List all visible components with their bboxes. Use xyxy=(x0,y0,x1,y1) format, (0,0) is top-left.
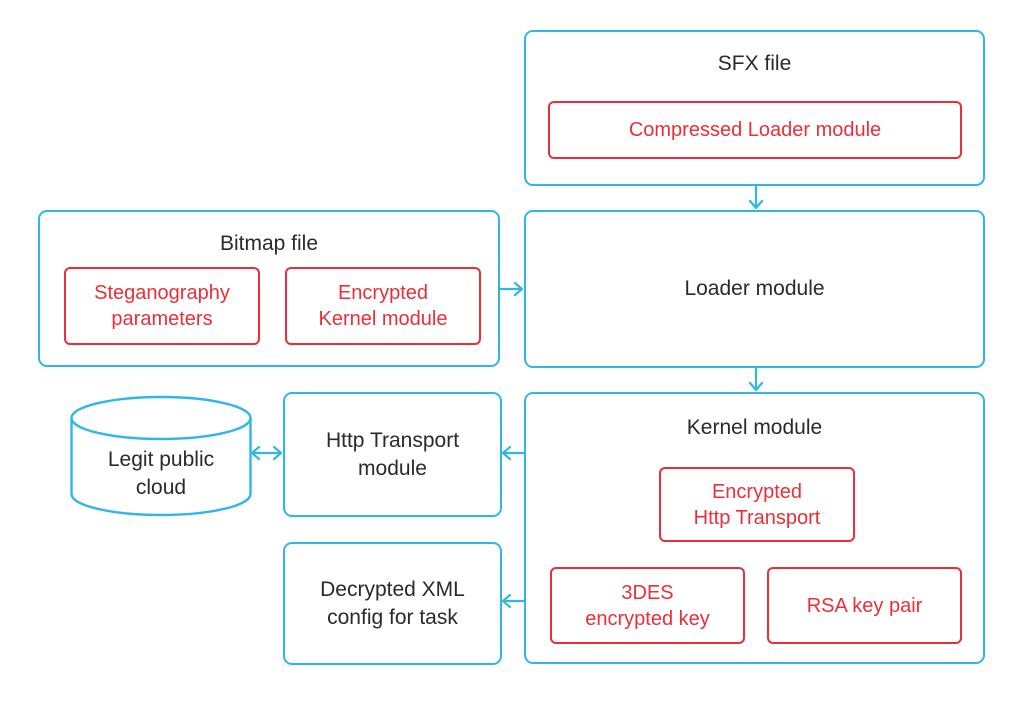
arrow-kernel-to-xml-config xyxy=(501,593,526,609)
http-transport-module-node: Http Transport module xyxy=(283,392,502,517)
steganography-parameters-line1: Steganography xyxy=(94,282,230,304)
sfx-file-title: SFX file xyxy=(717,52,792,75)
compressed-loader-module-box: Compressed Loader module xyxy=(548,101,962,159)
3des-encrypted-key-line1: 3DES xyxy=(621,581,674,604)
sfx-file-node: SFX file Compressed Loader module xyxy=(524,30,985,186)
compressed-loader-module-label: Compressed Loader module xyxy=(628,119,882,141)
3des-encrypted-key-line2: encrypted key xyxy=(585,607,710,630)
arrow-cloud-http-bidirectional xyxy=(250,445,283,461)
3des-encrypted-key-box: 3DES encrypted key xyxy=(550,567,745,644)
arrow-sfx-to-loader xyxy=(748,184,764,210)
decrypted-xml-config-line1: Decrypted XML xyxy=(320,578,465,602)
http-transport-module-line1: Http Transport xyxy=(325,429,460,453)
decrypted-xml-config-line2: config for task xyxy=(327,605,458,629)
encrypted-kernel-module-line2: Kernel module xyxy=(318,308,448,330)
decrypted-xml-config-node: Decrypted XML config for task xyxy=(283,542,502,665)
arrow-bitmap-to-loader xyxy=(499,281,524,297)
legit-public-cloud-line1: Legit public xyxy=(107,448,215,472)
bitmap-file-title: Bitmap file xyxy=(219,232,319,255)
encrypted-http-transport-line1: Encrypted xyxy=(711,480,803,503)
loader-module-node: Loader module xyxy=(524,210,985,368)
rsa-key-pair-box: RSA key pair xyxy=(767,567,962,644)
encrypted-kernel-module-line1: Encrypted xyxy=(337,282,429,304)
encrypted-http-transport-line2: Http Transport xyxy=(693,506,821,529)
kernel-module-node: Kernel module Encrypted Http Transport 3… xyxy=(524,392,985,664)
legit-public-cloud-line2: cloud xyxy=(135,476,187,499)
encrypted-kernel-module-box: Encrypted Kernel module xyxy=(285,267,481,345)
steganography-parameters-line2: parameters xyxy=(111,308,213,330)
loader-module-title: Loader module xyxy=(684,277,825,301)
legit-public-cloud-cylinder xyxy=(70,395,252,517)
arrow-loader-to-kernel xyxy=(748,366,764,392)
rsa-key-pair-label: RSA key pair xyxy=(806,594,923,617)
kernel-module-title: Kernel module xyxy=(686,416,823,439)
arrow-kernel-to-http-transport xyxy=(501,445,526,461)
bitmap-file-node: Bitmap file Steganography parameters Enc… xyxy=(38,210,500,367)
steganography-parameters-box: Steganography parameters xyxy=(64,267,260,345)
encrypted-http-transport-box: Encrypted Http Transport xyxy=(659,467,855,542)
http-transport-module-line2: module xyxy=(358,456,427,480)
legit-public-cloud-label: Legit public cloud xyxy=(70,441,252,507)
